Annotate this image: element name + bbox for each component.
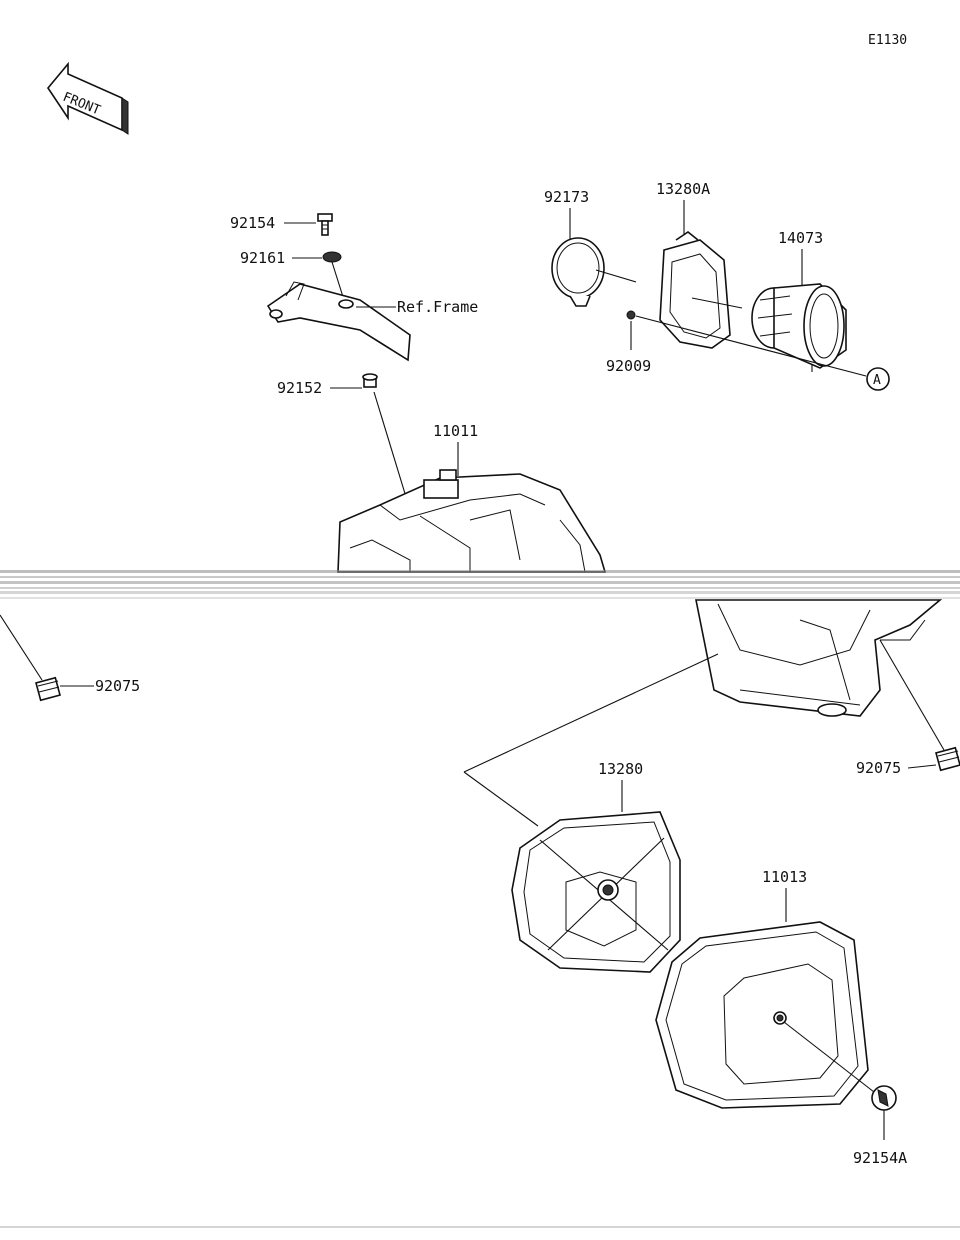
ref-frame-label: Ref.Frame bbox=[397, 298, 478, 316]
label-92075-right: 92075 bbox=[856, 759, 901, 777]
label-92154: 92154 bbox=[230, 214, 275, 232]
gasket-13280A bbox=[659, 231, 731, 349]
label-92173: 92173 bbox=[544, 188, 589, 206]
screw-92009 bbox=[626, 310, 636, 320]
label-92152: 92152 bbox=[277, 379, 322, 397]
air-cleaner-case-11011 bbox=[337, 469, 607, 573]
clamp-92173 bbox=[551, 237, 605, 307]
front-arrow-icon: FRONT bbox=[47, 61, 129, 135]
nut-92152 bbox=[362, 373, 378, 388]
grommet-92075-right bbox=[935, 746, 960, 772]
callout-a-label: A bbox=[873, 373, 881, 388]
intake-duct-14073 bbox=[751, 283, 847, 372]
label-13280A: 13280A bbox=[656, 180, 710, 198]
label-11011: 11011 bbox=[433, 422, 478, 440]
label-92009: 92009 bbox=[606, 357, 651, 375]
grommet-92075-left bbox=[35, 676, 61, 702]
label-92161: 92161 bbox=[240, 249, 285, 267]
frame-bracket bbox=[266, 281, 411, 362]
bolt-92154 bbox=[317, 213, 333, 236]
filter-cage-13280 bbox=[511, 811, 681, 973]
scan-noise-band bbox=[0, 570, 960, 599]
air-filter-11013 bbox=[655, 921, 869, 1109]
diagram-code: E1130 bbox=[868, 33, 907, 48]
callout-a-circle bbox=[866, 367, 890, 391]
label-13280: 13280 bbox=[598, 760, 643, 778]
label-14073: 14073 bbox=[778, 229, 823, 247]
label-92075-left: 92075 bbox=[95, 677, 140, 695]
bottom-noise bbox=[0, 1226, 960, 1228]
grommet-92161 bbox=[322, 251, 342, 263]
wing-bolt-92154A bbox=[871, 1085, 897, 1111]
label-11013: 11013 bbox=[762, 868, 807, 886]
label-92154A: 92154A bbox=[853, 1149, 907, 1167]
air-cleaner-case-lower bbox=[695, 599, 943, 717]
